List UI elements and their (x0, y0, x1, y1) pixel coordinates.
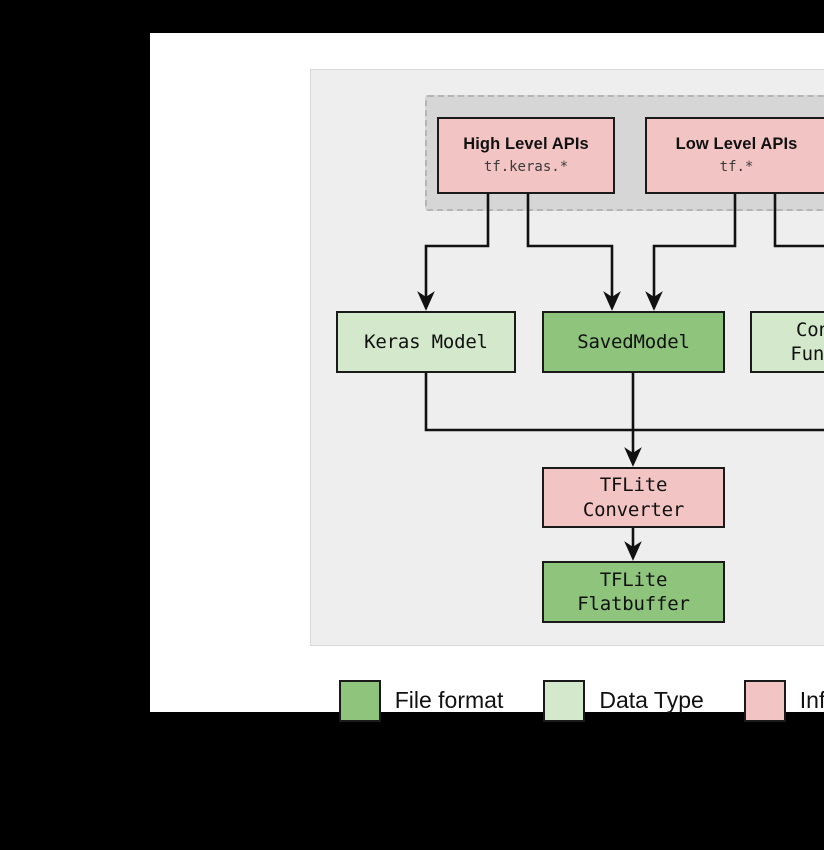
node-tflite-converter-label-line2: Converter (582, 498, 685, 521)
node-high-level-apis-subtitle: tf.keras.* (483, 158, 569, 175)
legend-swatch-data-type (543, 679, 586, 722)
diagram-card: High Level APIs tf.keras.* Low Level API… (150, 33, 824, 722)
node-tflite-flatbuffer[interactable]: TFLite Flatbuffer (542, 561, 725, 623)
node-saved-model-label: SavedModel (577, 330, 690, 353)
screenshot-canvas: High Level APIs tf.keras.* Low Level API… (150, 33, 824, 722)
legend-label-infrastructure: Infrastructure (799, 687, 824, 713)
node-concrete-functions-label-line1: Concrete (796, 318, 824, 341)
node-low-level-apis[interactable]: Low Level APIs tf.* (645, 117, 824, 194)
node-high-level-apis[interactable]: High Level APIs tf.keras.* (437, 117, 615, 194)
node-tflite-converter[interactable]: TFLite Converter (542, 467, 725, 528)
node-saved-model[interactable]: SavedModel (542, 311, 725, 373)
legend: File format Data Type Infrastructure (300, 663, 824, 738)
legend-swatch-file-format (338, 679, 381, 722)
legend-swatch-infrastructure (743, 679, 786, 722)
node-concrete-functions[interactable]: Concrete Functions (750, 311, 824, 373)
node-tflite-flatbuffer-label-line2: Flatbuffer (577, 593, 690, 615)
legend-label-data-type: Data Type (599, 687, 704, 713)
node-concrete-functions-label-line2: Functions (790, 343, 824, 365)
node-low-level-apis-subtitle: tf.* (719, 158, 754, 175)
legend-item-data-type: Data Type (543, 679, 704, 722)
node-keras-model-label: Keras Model (364, 330, 488, 353)
legend-label-file-format: File format (394, 687, 504, 713)
legend-item-file-format: File format (338, 679, 504, 722)
node-low-level-apis-title: Low Level APIs (675, 135, 798, 154)
node-tflite-flatbuffer-label-line1: TFLite (599, 568, 668, 591)
legend-item-infrastructure: Infrastructure (743, 679, 824, 722)
node-tflite-converter-label-line1: TFLite (599, 474, 668, 497)
node-high-level-apis-title: High Level APIs (463, 135, 589, 154)
node-keras-model[interactable]: Keras Model (336, 311, 516, 373)
